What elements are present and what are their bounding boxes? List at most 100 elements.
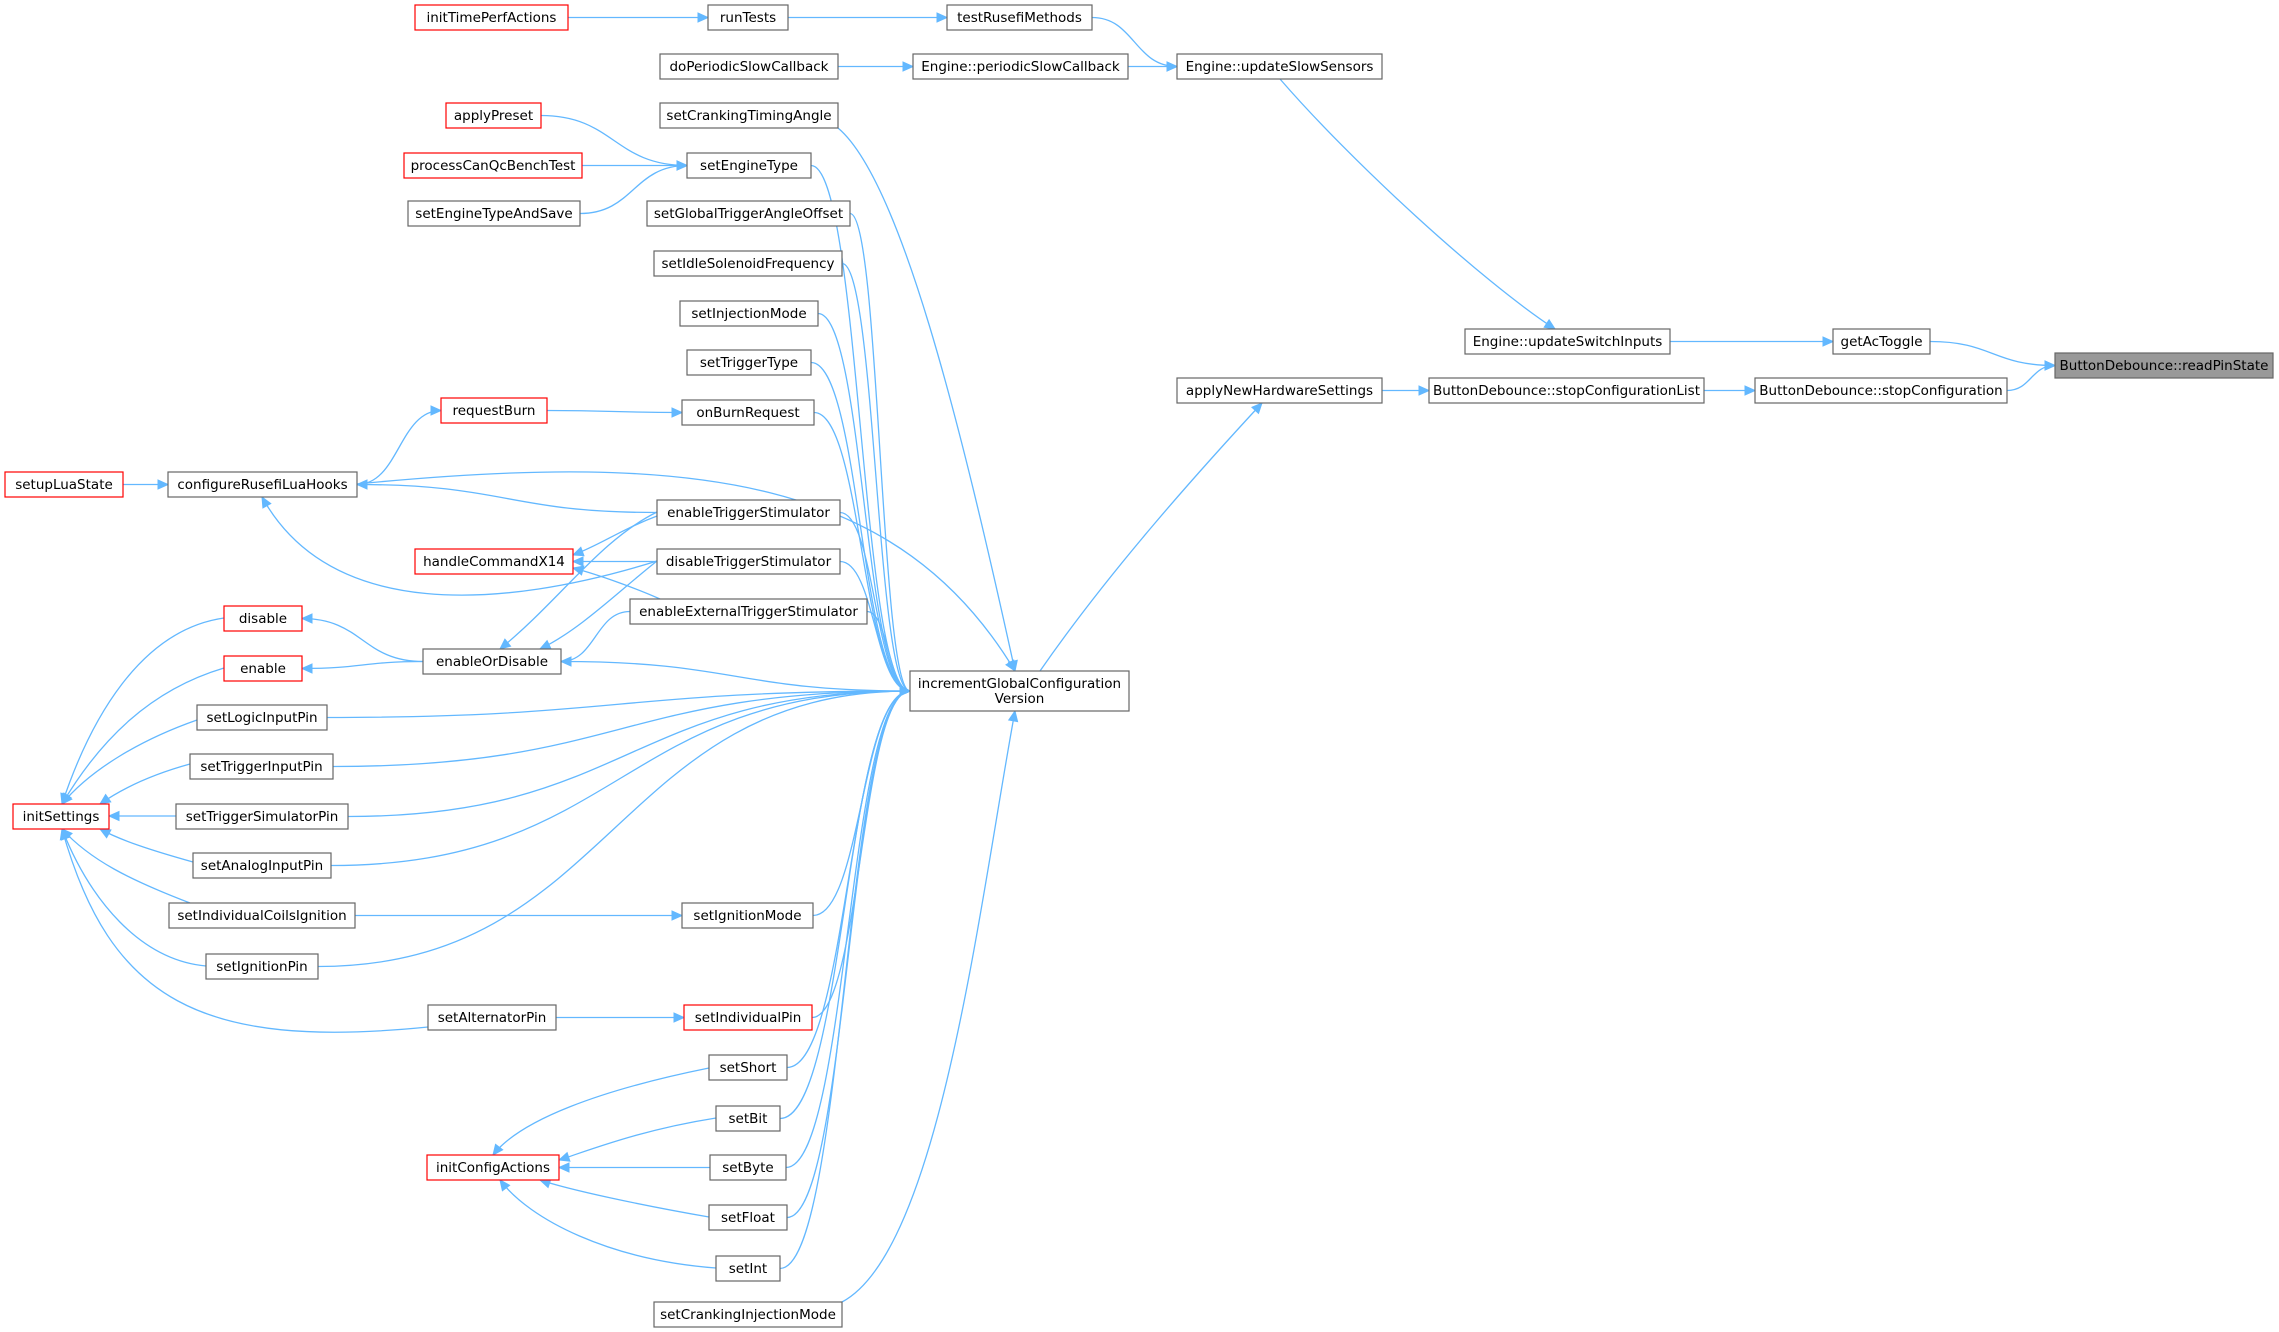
node-onBurnRequest[interactable]: onBurnRequest [681,399,815,426]
node-setInjectionMode[interactable]: setInjectionMode [679,300,819,327]
node-doPeriodicSlowCallback[interactable]: doPeriodicSlowCallback [659,53,839,80]
node-setIgnitionMode[interactable]: setIgnitionMode [681,902,814,929]
node-box[interactable] [168,902,356,929]
node-setShort[interactable]: setShort [708,1054,788,1081]
node-initConfigActions[interactable]: initConfigActions [426,1154,560,1181]
node-box[interactable] [1428,377,1705,404]
node-testRusefiMethods[interactable]: testRusefiMethods [946,4,1093,31]
node-setTriggerInputPin[interactable]: setTriggerInputPin [189,753,334,780]
node-box[interactable] [707,4,789,31]
node-setIgnitionPin[interactable]: setIgnitionPin [205,953,319,980]
node-box[interactable] [2054,352,2274,379]
node-getAcToggle[interactable]: getAcToggle [1832,328,1931,355]
node-applyNewHardwareSettings[interactable]: applyNewHardwareSettings [1176,377,1383,404]
node-box[interactable] [715,1105,781,1132]
node-box[interactable] [223,655,303,682]
node-periodicSlowCallback[interactable]: Engine::periodicSlowCallback [912,53,1129,80]
node-updateSwitchInputs[interactable]: Engine::updateSwitchInputs [1464,328,1671,355]
node-box[interactable] [1832,328,1931,355]
node-setEngineType[interactable]: setEngineType [686,152,812,179]
node-box[interactable] [1754,377,2008,404]
node-box[interactable] [205,953,319,980]
node-box[interactable] [912,53,1129,80]
node-setBit[interactable]: setBit [715,1105,781,1132]
node-enable[interactable]: enable [223,655,303,682]
node-box[interactable] [189,753,334,780]
node-disableTriggerStimulator[interactable]: disableTriggerStimulator [656,548,841,575]
node-box[interactable] [946,4,1093,31]
node-stopConfigurationList[interactable]: ButtonDebounce::stopConfigurationList [1428,377,1705,404]
node-disable[interactable]: disable [223,605,303,632]
node-box[interactable] [4,471,124,498]
node-box[interactable] [653,1301,843,1328]
node-processCanQcBenchTest[interactable]: processCanQcBenchTest [403,152,583,179]
node-setLogicInputPin[interactable]: setLogicInputPin [196,704,328,731]
node-requestBurn[interactable]: requestBurn [440,397,548,424]
node-handleCommandX14[interactable]: handleCommandX14 [414,548,574,575]
node-box[interactable] [653,250,843,277]
node-setByte[interactable]: setByte [709,1154,787,1181]
node-applyPreset[interactable]: applyPreset [445,102,542,129]
node-box[interactable] [403,152,583,179]
node-enableExternalTriggerStimulator[interactable]: enableExternalTriggerStimulator [629,598,868,625]
node-box[interactable] [196,704,328,731]
node-enableOrDisable[interactable]: enableOrDisable [422,648,562,675]
node-setCrankingInjectionMode[interactable]: setCrankingInjectionMode [653,1301,843,1328]
node-setIdleSolenoidFrequency[interactable]: setIdleSolenoidFrequency [653,250,843,277]
node-configureRusefiLuaHooks[interactable]: configureRusefiLuaHooks [167,471,358,498]
node-box[interactable] [659,102,839,129]
node-box[interactable] [646,200,851,227]
node-setTriggerSimulatorPin[interactable]: setTriggerSimulatorPin [175,803,349,830]
node-box[interactable] [223,605,303,632]
node-box[interactable] [709,1154,787,1181]
node-setIndividualPin[interactable]: setIndividualPin [683,1004,813,1031]
node-setCrankingTimingAngle[interactable]: setCrankingTimingAngle [659,102,839,129]
node-box[interactable] [659,53,839,80]
node-box[interactable] [414,4,569,31]
node-box[interactable] [175,803,349,830]
node-box[interactable] [686,152,812,179]
node-readPinState[interactable]: ButtonDebounce::readPinState [2054,352,2274,379]
node-setInt[interactable]: setInt [715,1255,781,1282]
node-setIndividualCoilsIgnition[interactable]: setIndividualCoilsIgnition [168,902,356,929]
node-enableTriggerStimulator[interactable]: enableTriggerStimulator [656,499,841,526]
node-box[interactable] [708,1054,788,1081]
node-setAnalogInputPin[interactable]: setAnalogInputPin [192,852,332,879]
node-box[interactable] [192,852,332,879]
node-box[interactable] [629,598,868,625]
node-box[interactable] [679,300,819,327]
node-box[interactable] [1176,377,1383,404]
node-box[interactable] [1176,53,1383,80]
node-initTimePerfActions[interactable]: initTimePerfActions [414,4,569,31]
node-setAlternatorPin[interactable]: setAlternatorPin [427,1004,557,1031]
node-box[interactable] [414,548,574,575]
node-setEngineTypeAndSave[interactable]: setEngineTypeAndSave [407,200,581,227]
node-setTriggerType[interactable]: setTriggerType [686,349,812,376]
node-updateSlowSensors[interactable]: Engine::updateSlowSensors [1176,53,1383,80]
node-stopConfiguration[interactable]: ButtonDebounce::stopConfiguration [1754,377,2008,404]
node-box[interactable] [715,1255,781,1282]
node-box[interactable] [683,1004,813,1031]
node-box[interactable] [407,200,581,227]
node-setupLuaState[interactable]: setupLuaState [4,471,124,498]
node-runTests[interactable]: runTests [707,4,789,31]
node-box[interactable] [440,397,548,424]
node-initSettings[interactable]: initSettings [12,803,110,830]
node-box[interactable] [681,399,815,426]
node-box[interactable] [909,670,1130,712]
node-box[interactable] [681,902,814,929]
node-box[interactable] [1464,328,1671,355]
node-box[interactable] [422,648,562,675]
node-box[interactable] [426,1154,560,1181]
node-box[interactable] [686,349,812,376]
node-box[interactable] [708,1204,788,1231]
node-box[interactable] [445,102,542,129]
node-box[interactable] [12,803,110,830]
node-setFloat[interactable]: setFloat [708,1204,788,1231]
node-setGlobalTriggerAngleOffset[interactable]: setGlobalTriggerAngleOffset [646,200,851,227]
node-box[interactable] [656,499,841,526]
node-box[interactable] [427,1004,557,1031]
node-box[interactable] [167,471,358,498]
node-box[interactable] [656,548,841,575]
